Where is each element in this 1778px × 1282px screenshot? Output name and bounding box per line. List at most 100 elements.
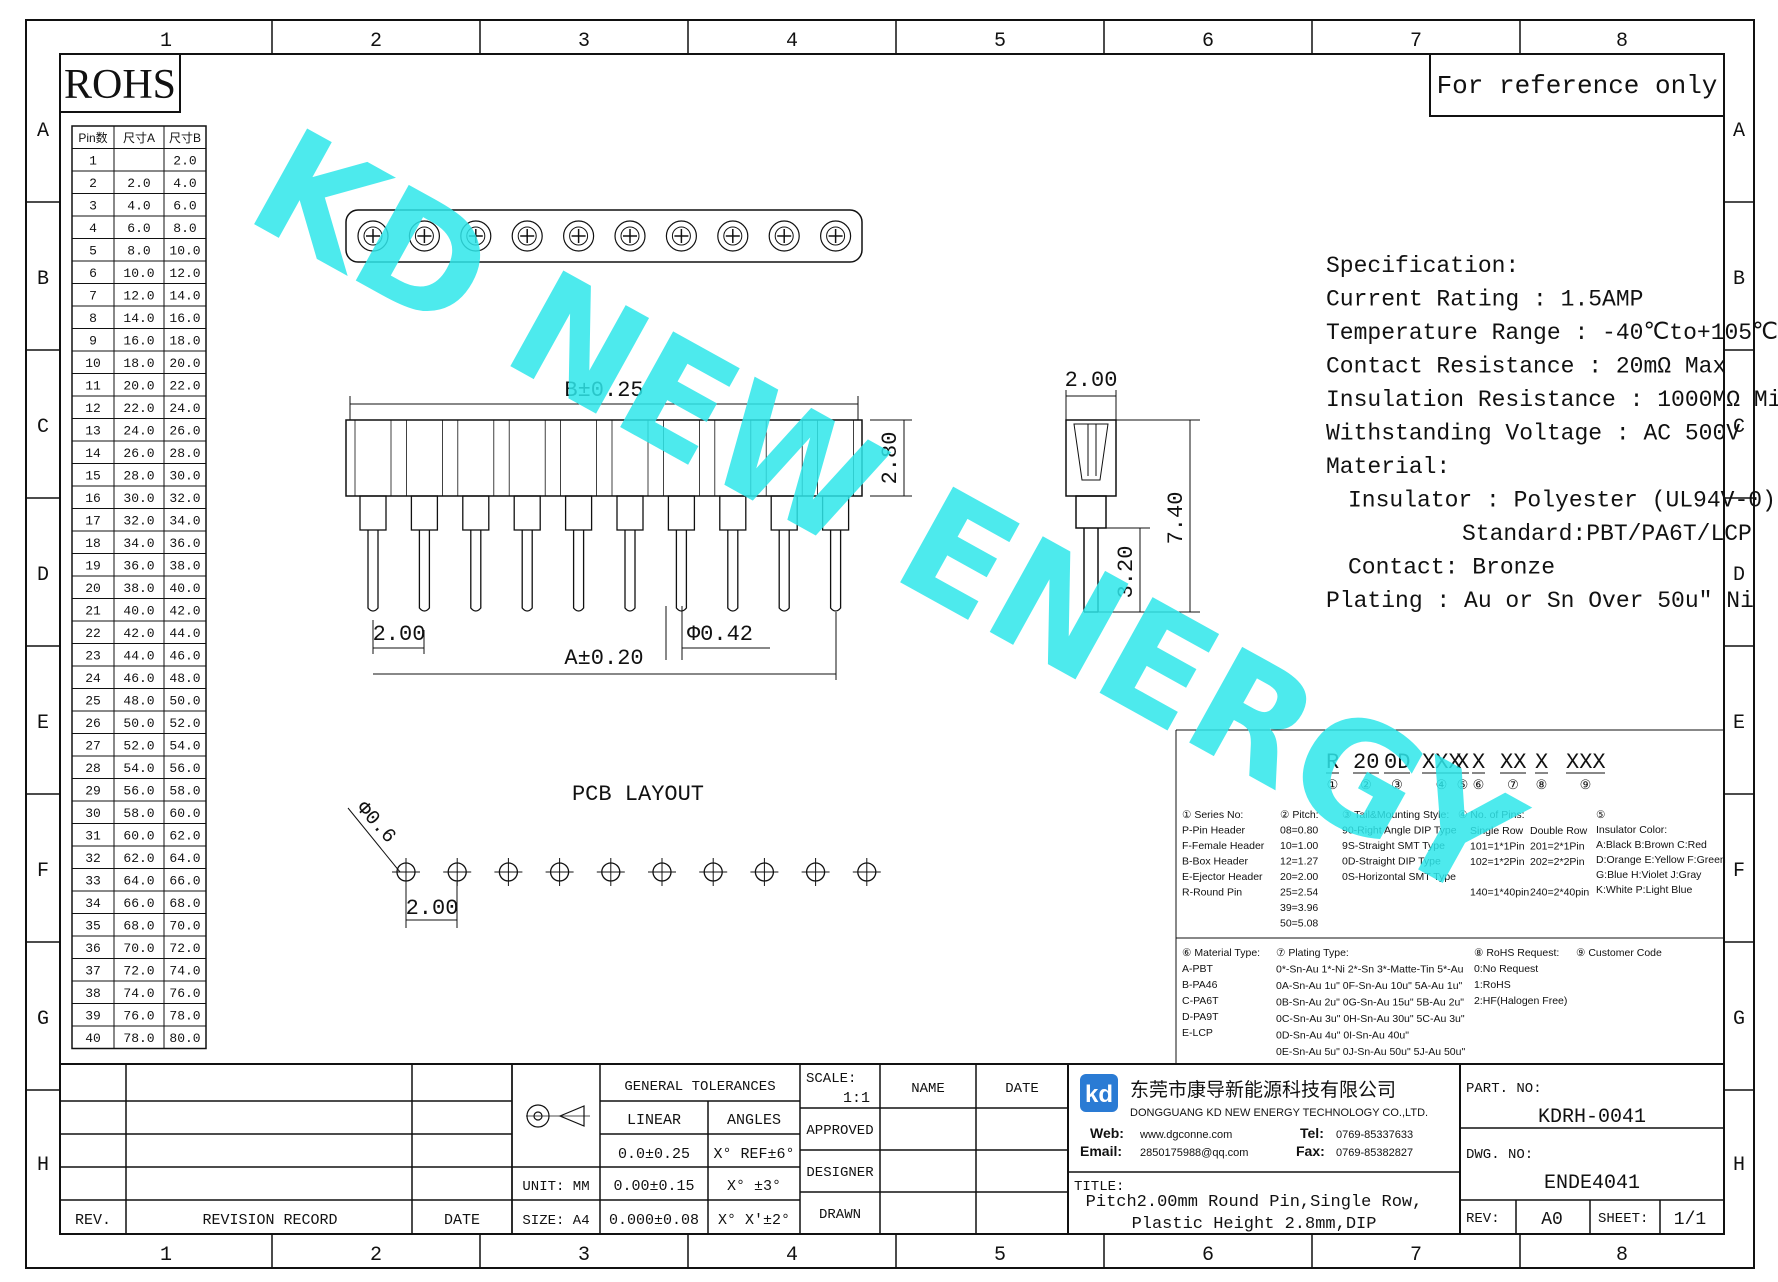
pin-table-cell: 60.0 — [123, 829, 154, 844]
web-label: Web: — [1090, 1125, 1124, 1141]
unit-label: UNIT: MM — [522, 1179, 589, 1195]
pin-table-cell: 78.0 — [123, 1031, 154, 1046]
pin-table-header: 尺寸A — [123, 131, 155, 145]
spec-line: Standard:PBT/PA6T/LCP — [1462, 521, 1752, 547]
title-label: TITLE: — [1074, 1179, 1124, 1195]
part-code-legend-pins: 102=1*2Pin — [1470, 856, 1525, 868]
pin-table-cell: 9 — [89, 334, 97, 349]
pin-table-cell: 74.0 — [123, 986, 154, 1001]
pin-table-cell: 18.0 — [169, 334, 200, 349]
part-code-legend-pitch: 39=3.96 — [1280, 902, 1318, 914]
pin-table-cell: 50.0 — [123, 716, 154, 731]
angles-label: ANGLES — [727, 1112, 781, 1129]
pin-table-cell: 38.0 — [123, 581, 154, 596]
pin-table-cell: 80.0 — [169, 1031, 200, 1046]
revision-record-header: REVISION RECORD — [202, 1212, 337, 1229]
row-label-left: E — [37, 712, 49, 735]
column-label-bottom: 3 — [578, 1244, 590, 1267]
part-code-legend-rohs: 1:RoHS — [1474, 979, 1511, 991]
column-label-top: 7 — [1410, 30, 1422, 53]
rohs-label: ROHS — [64, 62, 176, 108]
part-code-legend-pins: Double Row — [1530, 825, 1588, 837]
pin-table-cell: 56.0 — [123, 784, 154, 799]
pin-table-cell: 46.0 — [123, 671, 154, 686]
part-code-legend-pins: 202=2*2Pin — [1530, 856, 1585, 868]
pin-table-cell: 19 — [85, 559, 101, 574]
pin-table-cell: 50.0 — [169, 694, 200, 709]
pin-table-cell: 28.0 — [123, 469, 154, 484]
pcb-layout: PCB LAYOUT Φ0.6 2.00 — [347, 782, 881, 928]
part-code-legend-plating: 0B-Sn-Au 2u" 0G-Sn-Au 15u" 5B-Au 2u" — [1276, 997, 1464, 1009]
column-label-bottom: 7 — [1410, 1244, 1422, 1267]
column-label-bottom: 4 — [786, 1244, 798, 1267]
part-code-legend-pitch: 12=1.27 — [1280, 856, 1318, 868]
sheet-value: 1/1 — [1674, 1210, 1706, 1230]
row-label-right: E — [1733, 712, 1745, 735]
part-code-legend-material: A-PBT — [1182, 963, 1214, 975]
rev-label: REV: — [1466, 1211, 1500, 1227]
contact-hole — [511, 220, 543, 252]
linear-tol-3: 0.000±0.08 — [609, 1212, 699, 1229]
spec-line: Insulation Resistance : 1000MΩ Min — [1326, 387, 1778, 413]
designer-label: DESIGNER — [806, 1165, 874, 1181]
dwg-no-value: ENDE4041 — [1544, 1172, 1640, 1195]
part-code-legend-series: B-Box Header — [1182, 856, 1248, 868]
pin-table-header: Pin数 — [78, 130, 107, 145]
part-code-segment: R — [1326, 750, 1339, 775]
watermark: KD NEW ENERGY — [225, 97, 1547, 935]
pin-table-cell: 7 — [89, 289, 97, 304]
pin-table-cell: 38.0 — [169, 559, 200, 574]
pin-tail — [727, 530, 739, 612]
part-code-legend-color: G:Blue H:Violet J:Gray — [1596, 869, 1702, 881]
pcb-layout-title: PCB LAYOUT — [572, 782, 704, 807]
contact-hole — [768, 220, 800, 252]
general-tolerances-label: GENERAL TOLERANCES — [624, 1079, 775, 1095]
dim-total-740: 7.40 — [1164, 492, 1189, 545]
part-code-legend-series: F-Female Header — [1182, 840, 1265, 852]
contact-hole — [819, 220, 852, 252]
pin-table-cell: 64.0 — [169, 851, 200, 866]
part-code-marker: ⑧ — [1536, 777, 1548, 792]
top-view — [345, 209, 863, 263]
part-code-legend-material: B-PA46 — [1182, 979, 1218, 991]
part-code-legend-pins: 140=1*40pin — [1470, 887, 1529, 899]
pin-tail — [367, 530, 379, 612]
fax-value: 0769-85382827 — [1336, 1147, 1413, 1159]
spec-line: Plating : Au or Sn Over 50u" Ni — [1326, 588, 1754, 614]
pin-table-cell: 52.0 — [169, 716, 200, 731]
pin-table-cell: 11 — [85, 379, 101, 394]
pin-table-cell: 30 — [85, 806, 101, 821]
pin-table-cell: 18 — [85, 536, 101, 551]
part-code-marker: ③ — [1391, 777, 1403, 792]
part-code-legend-tail: 0D-Straight DIP Type — [1342, 856, 1441, 868]
part-code-legend-plating: 0C-Sn-Au 3u" 0H-Sn-Au 30u" 5C-Au 3u" — [1276, 1013, 1465, 1025]
pin-table-cell: 16 — [85, 491, 101, 506]
part-code-legend-material: E-LCP — [1182, 1027, 1213, 1039]
pin-table-cell: 66.0 — [169, 874, 200, 889]
part-code-legend-series: P-Pin Header — [1182, 825, 1246, 837]
pin-table-cell: 33 — [85, 874, 101, 889]
part-code-legend-series: ① Series No: — [1182, 809, 1243, 821]
company-logo-mark: kd — [1085, 1081, 1113, 1108]
pin-table-cell: 34 — [85, 896, 101, 911]
pin-table-cell: 70.0 — [123, 941, 154, 956]
contact-hole — [357, 220, 389, 252]
pin-table-cell: 30.0 — [123, 491, 154, 506]
pin-table-cell: 32 — [85, 851, 101, 866]
pin-table-cell: 28 — [85, 761, 101, 776]
pin-tail — [624, 530, 636, 612]
row-label-right: A — [1733, 120, 1745, 143]
pin-table-cell: 40.0 — [123, 604, 154, 619]
company-name-en: DONGGUANG KD NEW ENERGY TECHNOLOGY CO.,L… — [1130, 1107, 1428, 1119]
pin-table-cell: 22.0 — [169, 379, 200, 394]
pin-table-cell: 42.0 — [169, 604, 200, 619]
pin-table-cell: 28.0 — [169, 446, 200, 461]
spec-line: Material: — [1326, 454, 1450, 480]
rev-value: A0 — [1541, 1210, 1563, 1230]
column-label-top: 8 — [1616, 30, 1628, 53]
zone-grid — [26, 20, 1754, 1268]
pin-shoulder — [359, 495, 387, 531]
scale-value: 1:1 — [843, 1090, 870, 1107]
company-logo — [1080, 1074, 1118, 1112]
part-code-marker: ⑤ — [1457, 777, 1469, 792]
